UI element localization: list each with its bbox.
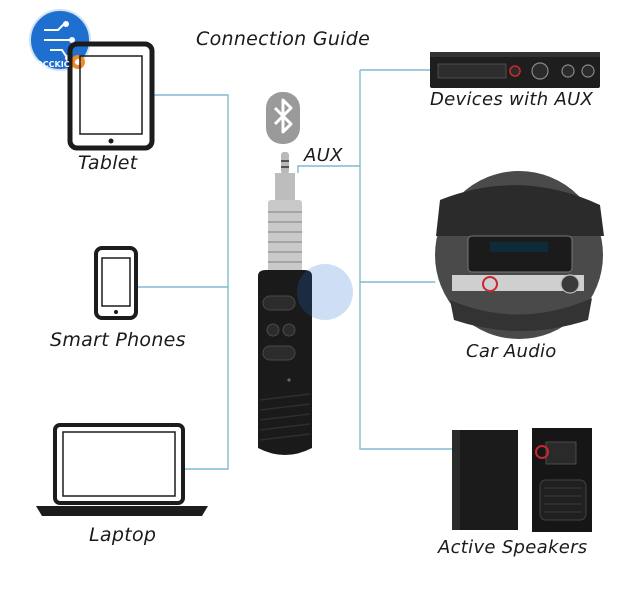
- smartphone-label: Smart Phones: [50, 329, 186, 351]
- bluetooth-icon: [266, 92, 300, 144]
- aux-device-label: Devices with AUX: [430, 89, 594, 110]
- brand-name: OCCKIC: [36, 60, 70, 69]
- smartphone-icon: [94, 246, 138, 320]
- target-trunk-line: [359, 70, 452, 450]
- speaker-icon: [452, 428, 592, 532]
- tablet-icon: [67, 41, 155, 151]
- diagram-title: Connection Guide: [196, 28, 371, 50]
- car-audio-label: Car Audio: [466, 341, 557, 362]
- laptop-label: Laptop: [89, 524, 157, 546]
- stereo-receiver-icon: [430, 52, 600, 88]
- tablet-label: Tablet: [78, 152, 138, 174]
- laptop-icon: [36, 423, 208, 516]
- connection-lines: [135, 69, 470, 470]
- source-line: [152, 94, 229, 470]
- car-audio-icon: [431, 167, 607, 343]
- aux-line: [297, 165, 360, 173]
- aux-label: AUX: [304, 145, 343, 166]
- brand-logo: [29, 9, 91, 71]
- speaker-label: Active Speakers: [438, 537, 588, 558]
- bluetooth-receiver-icon: [258, 152, 353, 455]
